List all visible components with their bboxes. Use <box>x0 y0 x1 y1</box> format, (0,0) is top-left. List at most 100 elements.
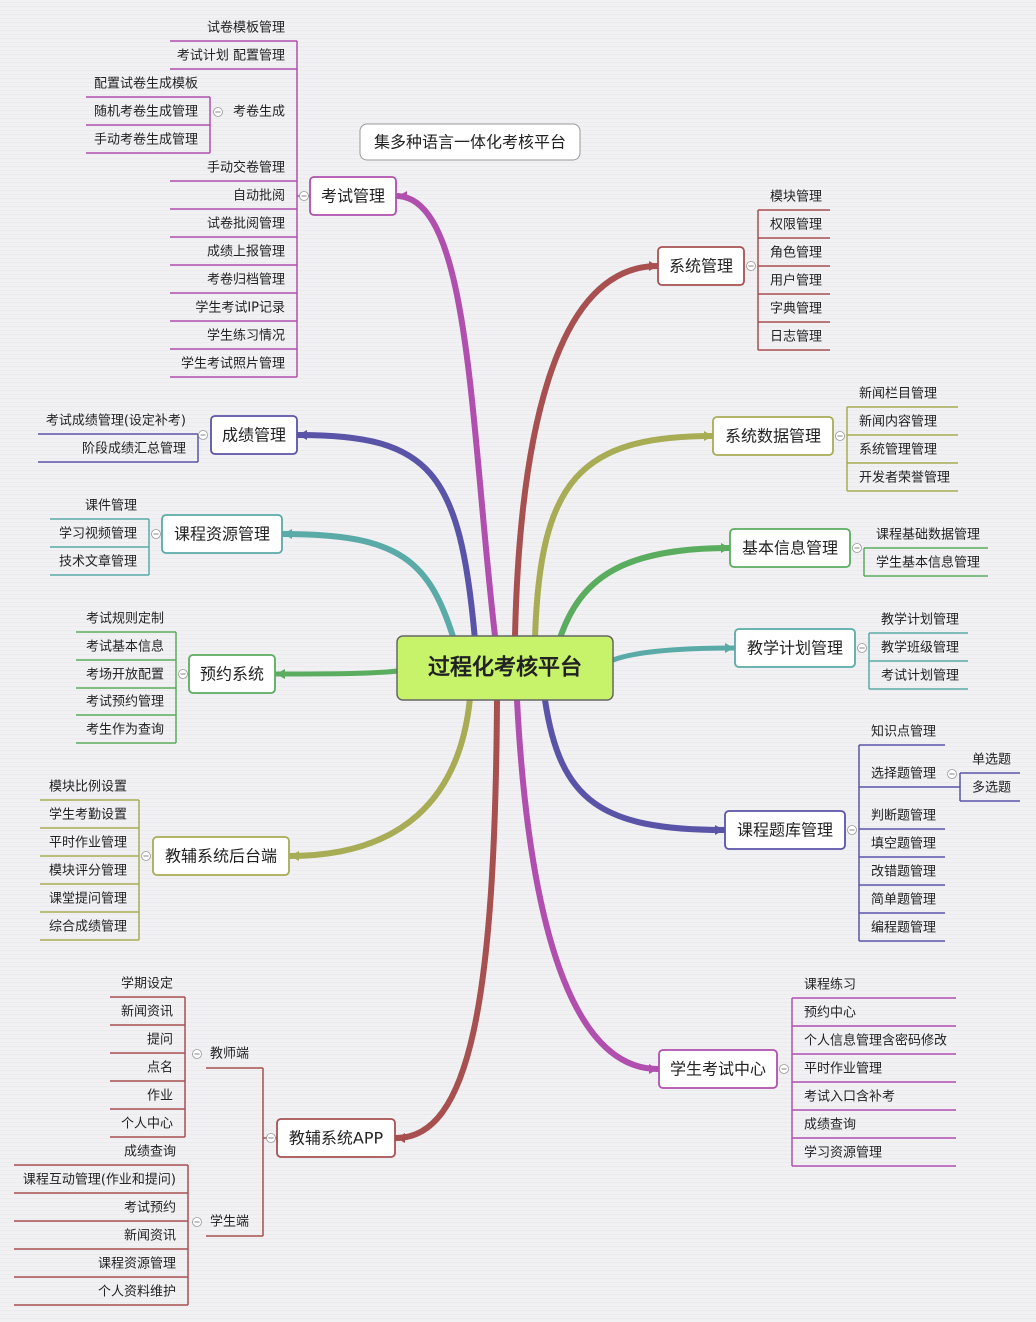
bank-item[interactable]: 编程题管理 <box>871 921 936 936</box>
exam-item[interactable]: 学生考试照片管理 <box>181 356 285 372</box>
exam-item[interactable]: 考卷归档管理 <box>207 272 285 288</box>
teacher-item[interactable]: 提问 <box>147 1032 173 1048</box>
topic-app[interactable] <box>276 1118 396 1158</box>
app-student-item[interactable]: 新闻资讯 <box>124 1228 176 1244</box>
collapse-teacher[interactable] <box>192 1049 202 1059</box>
collapse-exam[interactable] <box>299 191 309 201</box>
backend-item[interactable]: 模块评分管理 <box>49 864 127 879</box>
course-res-item[interactable]: 课件管理 <box>85 499 137 514</box>
collapse-baseinfo[interactable] <box>852 543 862 553</box>
student-item[interactable]: 个人信息管理含密码修改 <box>804 1033 947 1049</box>
student-item[interactable]: 考试入口含补考 <box>804 1089 895 1105</box>
app-student[interactable]: 学生端 <box>210 1214 249 1230</box>
collapse-booking[interactable] <box>178 669 188 679</box>
bank-item[interactable]: 改错题管理 <box>871 865 936 880</box>
teacher-item[interactable]: 学期设定 <box>121 976 173 992</box>
booking-item[interactable]: 考试规则定制 <box>86 612 164 627</box>
exam-paper-gen[interactable]: 考卷生成 <box>233 104 285 120</box>
bank-item[interactable]: 知识点管理 <box>871 724 936 740</box>
paper-gen-item[interactable]: 配置试卷生成模板 <box>94 76 198 92</box>
exam-item[interactable]: 自动批阅 <box>233 189 285 204</box>
bank-item[interactable]: 填空题管理 <box>871 837 936 852</box>
topic-exam[interactable] <box>309 176 397 216</box>
sysdata-item[interactable]: 新闻栏目管理 <box>859 386 937 402</box>
collapse-choice[interactable] <box>947 769 957 779</box>
app-student-item[interactable]: 个人资料维护 <box>98 1285 176 1300</box>
sysdata-item[interactable]: 开发者荣誉管理 <box>859 470 950 486</box>
app-student-item[interactable]: 成绩查询 <box>124 1145 176 1160</box>
teacher-item[interactable]: 新闻资讯 <box>121 1004 173 1020</box>
collapse-app-student[interactable] <box>192 1217 202 1227</box>
bank-item[interactable]: 选择题管理 <box>871 767 936 782</box>
collapse-bank[interactable] <box>847 825 857 835</box>
choice-item[interactable]: 多选题 <box>972 780 1011 796</box>
plan-item[interactable]: 考试计划管理 <box>881 669 959 684</box>
bank-item[interactable]: 简单题管理 <box>871 892 936 908</box>
student-item[interactable]: 成绩查询 <box>804 1118 856 1133</box>
teacher-item[interactable]: 作业 <box>147 1089 173 1104</box>
collapse-student[interactable] <box>779 1064 789 1074</box>
app-student-item[interactable]: 课程资源管理 <box>98 1257 176 1272</box>
choice-item[interactable]: 单选题 <box>972 753 1011 768</box>
collapse-paper-gen[interactable] <box>213 107 223 117</box>
sys-item[interactable]: 用户管理 <box>770 273 822 289</box>
sys-item[interactable]: 日志管理 <box>770 330 822 345</box>
student-item[interactable]: 课程练习 <box>804 978 856 993</box>
bank-item[interactable]: 判断题管理 <box>871 809 936 824</box>
teacher-item[interactable]: 个人中心 <box>121 1117 173 1132</box>
collapse-course-res[interactable] <box>151 529 161 539</box>
course-res-item[interactable]: 技术文章管理 <box>59 554 137 570</box>
grade-item[interactable]: 考试成绩管理(设定补考) <box>46 414 186 429</box>
teacher-item[interactable]: 点名 <box>147 1060 173 1076</box>
student-item[interactable]: 预约中心 <box>804 1006 856 1021</box>
collapse-sysdata[interactable] <box>835 431 845 441</box>
sys-item[interactable]: 权限管理 <box>770 217 822 233</box>
sysdata-item[interactable]: 系统管理管理 <box>859 443 937 458</box>
topic-booking[interactable] <box>188 654 276 694</box>
baseinfo-item[interactable]: 学生基本信息管理 <box>876 555 980 571</box>
app-student-item[interactable]: 课程互动管理(作业和提问) <box>23 1172 176 1188</box>
floating-note[interactable] <box>359 123 581 161</box>
topic-backend[interactable] <box>152 836 290 876</box>
exam-item[interactable]: 学生练习情况 <box>207 328 285 344</box>
exam-item[interactable]: 成绩上报管理 <box>207 245 285 260</box>
topic-course-res[interactable] <box>161 514 283 554</box>
exam-item[interactable]: 考试计划 配置管理 <box>177 49 285 64</box>
paper-gen-item[interactable]: 随机考卷生成管理 <box>94 104 198 120</box>
backend-item[interactable]: 平时作业管理 <box>49 836 127 851</box>
backend-item[interactable]: 模块比例设置 <box>49 780 127 795</box>
topic-sysdata[interactable] <box>712 416 834 456</box>
plan-item[interactable]: 教学班级管理 <box>881 640 959 656</box>
center-topic[interactable] <box>396 635 614 701</box>
backend-item[interactable]: 课堂提问管理 <box>49 891 127 907</box>
plan-item[interactable]: 教学计划管理 <box>881 612 959 628</box>
booking-item[interactable]: 考生作为查询 <box>86 723 164 738</box>
topic-bank[interactable] <box>724 810 846 850</box>
sysdata-item[interactable]: 新闻内容管理 <box>859 414 937 430</box>
booking-item[interactable]: 考试基本信息 <box>86 639 164 655</box>
collapse-backend[interactable] <box>141 851 151 861</box>
exam-item[interactable]: 试卷模板管理 <box>207 20 285 36</box>
topic-grade[interactable] <box>210 415 298 455</box>
booking-item[interactable]: 考场开放配置 <box>86 668 164 683</box>
exam-item[interactable]: 试卷批阅管理 <box>207 216 285 232</box>
topic-student[interactable] <box>658 1049 778 1089</box>
baseinfo-item[interactable]: 课程基础数据管理 <box>876 528 980 543</box>
paper-gen-item[interactable]: 手动考卷生成管理 <box>94 132 198 148</box>
collapse-app[interactable] <box>266 1133 276 1143</box>
topic-sys[interactable] <box>657 246 745 286</box>
booking-item[interactable]: 考试预约管理 <box>86 695 164 710</box>
topic-baseinfo[interactable] <box>729 528 851 568</box>
student-item[interactable]: 学习资源管理 <box>804 1145 882 1161</box>
sys-item[interactable]: 角色管理 <box>770 245 822 261</box>
collapse-plan[interactable] <box>857 643 867 653</box>
student-item[interactable]: 平时作业管理 <box>804 1062 882 1077</box>
backend-item[interactable]: 综合成绩管理 <box>49 920 127 935</box>
sys-item[interactable]: 模块管理 <box>770 190 822 205</box>
grade-item[interactable]: 阶段成绩汇总管理 <box>82 442 186 457</box>
app-teacher[interactable]: 教师端 <box>210 1046 249 1062</box>
app-student-item[interactable]: 考试预约 <box>124 1201 176 1216</box>
exam-item[interactable]: 手动交卷管理 <box>207 160 285 176</box>
course-res-item[interactable]: 学习视频管理 <box>59 526 137 542</box>
exam-item[interactable]: 学生考试IP记录 <box>195 300 285 316</box>
